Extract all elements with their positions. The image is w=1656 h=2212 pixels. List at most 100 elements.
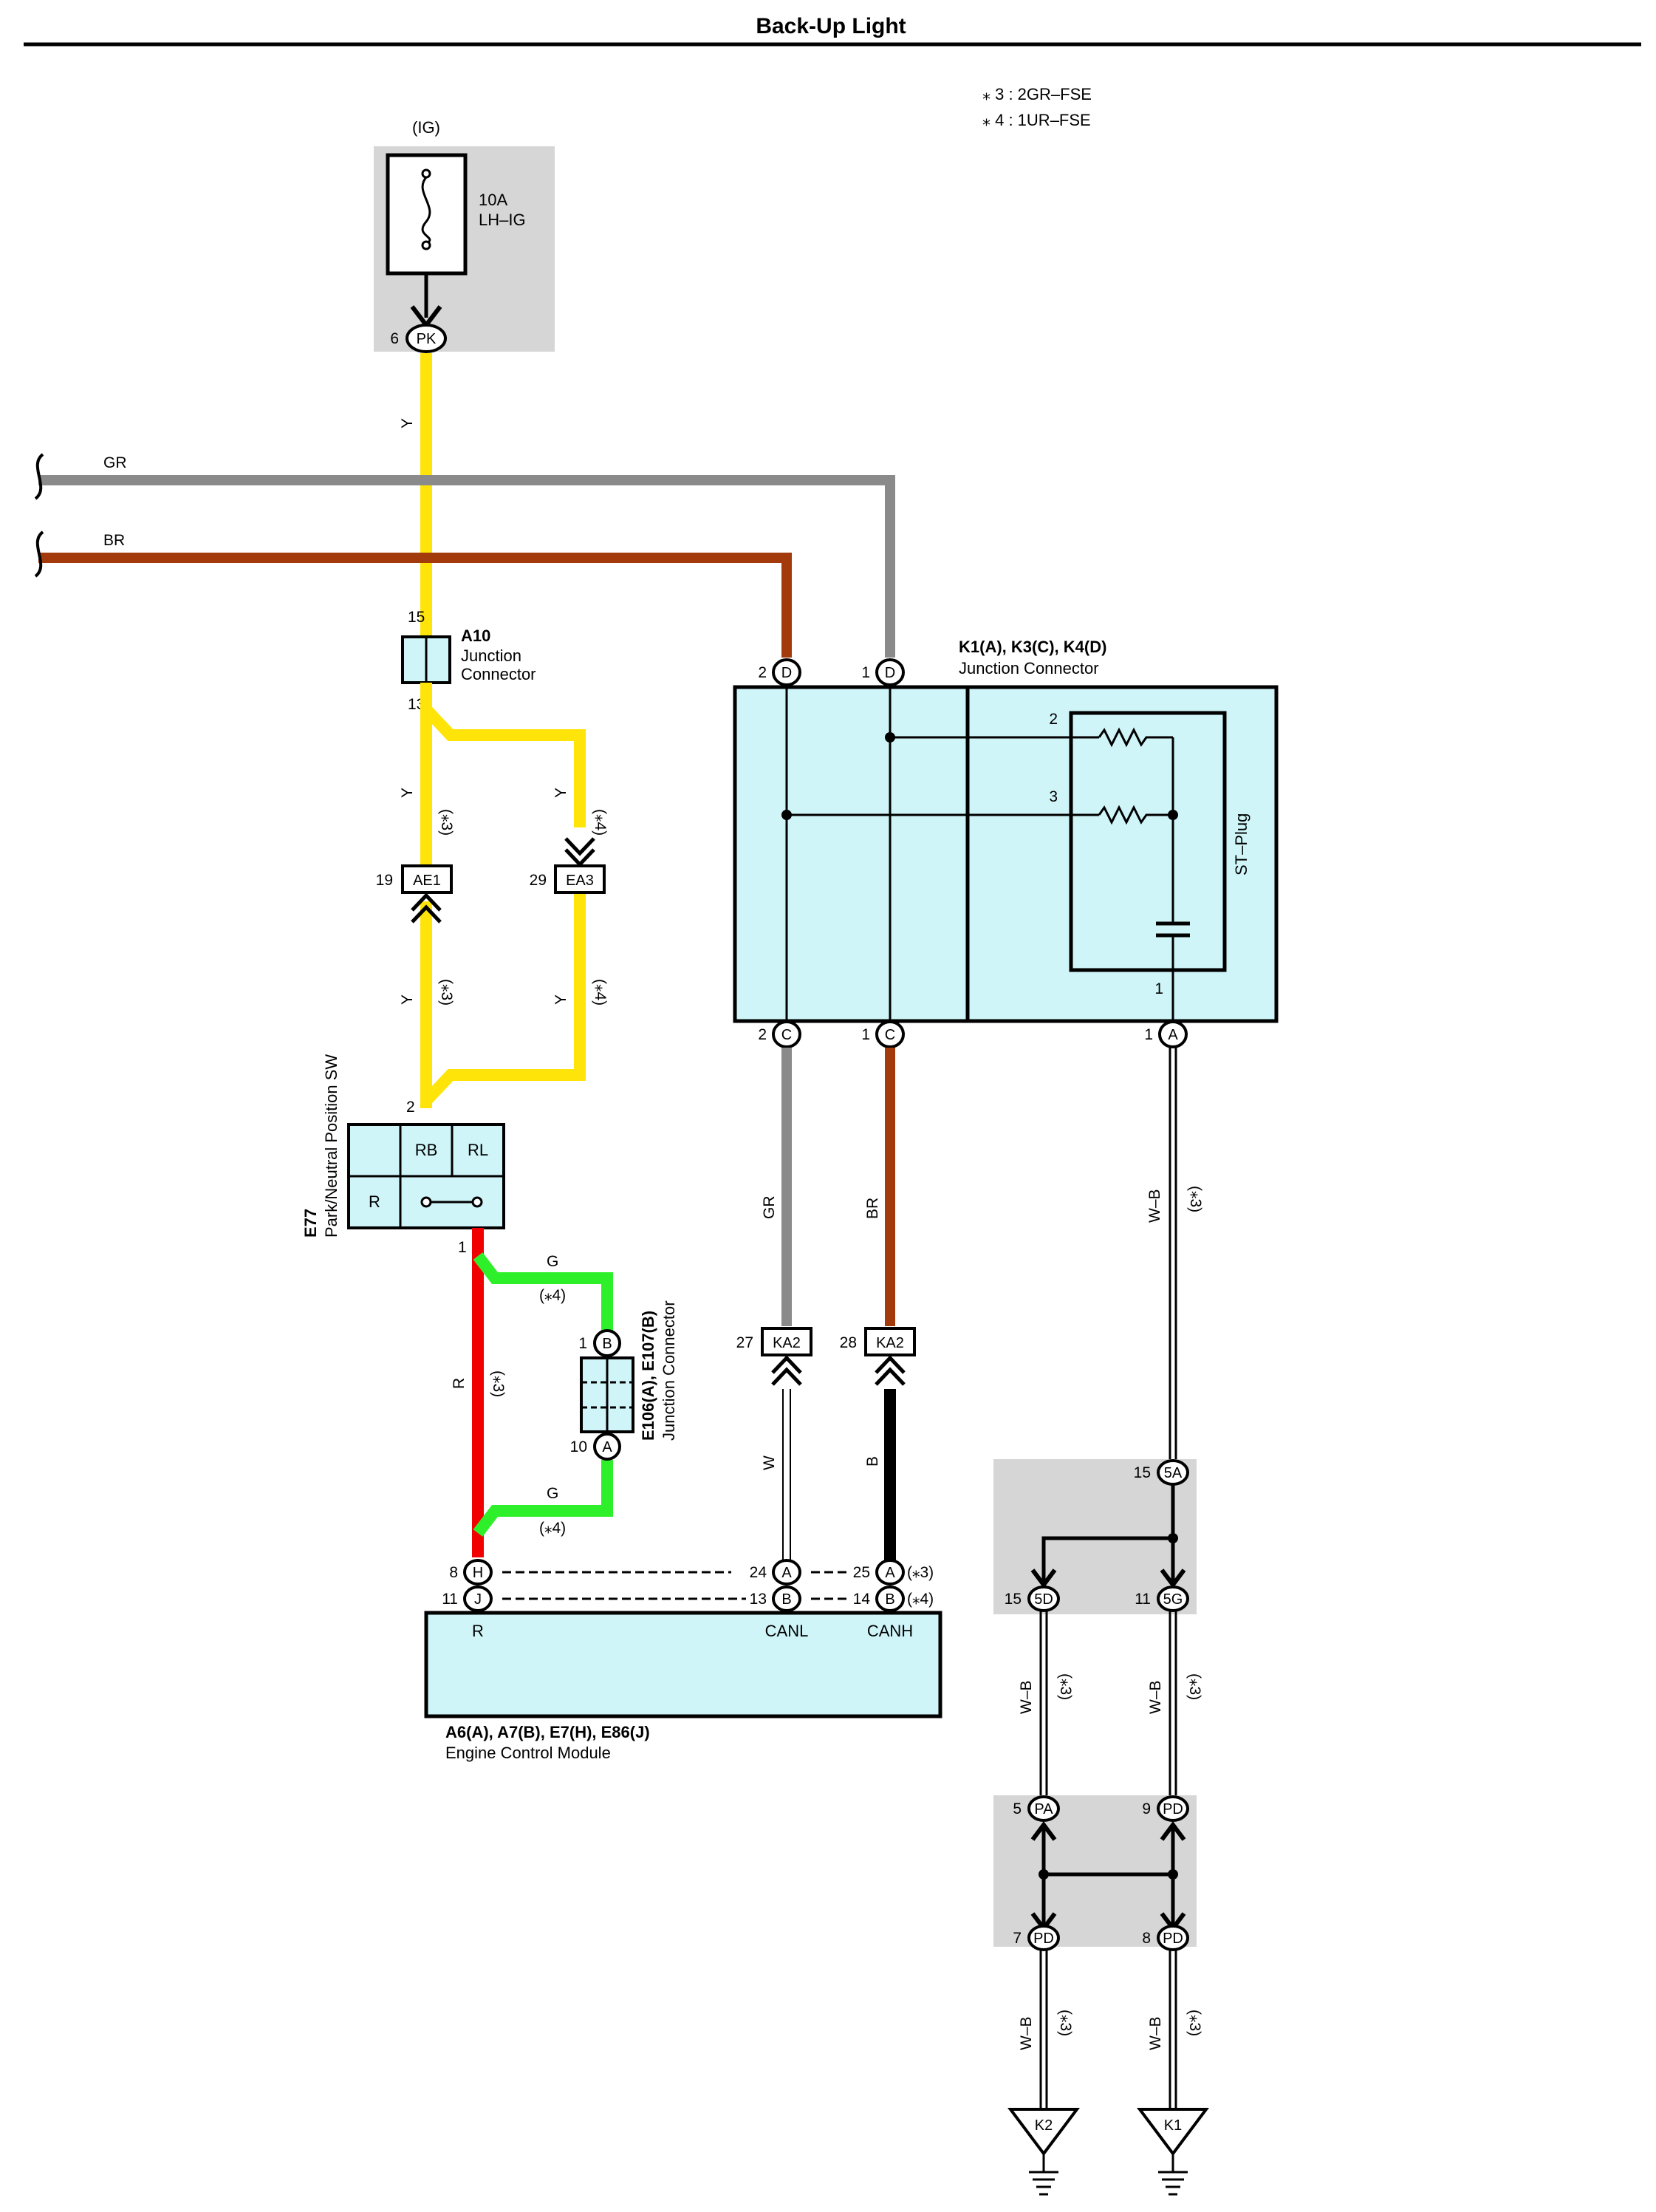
- k1-desc: Junction Connector: [959, 659, 1099, 677]
- svg-text:BR: BR: [864, 1198, 881, 1219]
- svg-text:15: 15: [408, 609, 425, 626]
- svg-text:2: 2: [758, 664, 767, 681]
- svg-text:5D: 5D: [1034, 1591, 1053, 1608]
- chevron-down-icon: [564, 837, 595, 867]
- svg-text:1: 1: [861, 1026, 870, 1043]
- chevron-up-icon: [875, 1355, 906, 1386]
- svg-text:W–B: W–B: [1146, 1189, 1163, 1223]
- fuse-icon: [421, 168, 431, 250]
- svg-text:1: 1: [578, 1335, 587, 1352]
- svg-text:(⁎3): (⁎3): [1057, 2010, 1074, 2036]
- ground-k2-label: K2: [1035, 2117, 1053, 2134]
- svg-text:14: 14: [853, 1591, 871, 1608]
- svg-text:(⁎3): (⁎3): [1186, 1673, 1203, 1700]
- conn-ka2-27: [761, 1327, 812, 1356]
- e77-desc: Park/Neutral Position SW: [322, 1054, 341, 1238]
- svg-text:5A: 5A: [1164, 1465, 1183, 1481]
- st-plug: [1069, 711, 1227, 972]
- svg-text:(⁎3): (⁎3): [438, 809, 455, 836]
- svg-text:B: B: [885, 1591, 894, 1608]
- svg-text:1: 1: [458, 1239, 467, 1256]
- svg-text:11: 11: [442, 1591, 458, 1608]
- svg-text:24: 24: [750, 1564, 767, 1581]
- svg-text:CANH: CANH: [867, 1622, 913, 1640]
- ig-label: (IG): [412, 118, 440, 137]
- svg-text:R: R: [451, 1378, 468, 1389]
- conn-ecm-j11: [463, 1585, 493, 1612]
- conn-ea3: [554, 864, 606, 894]
- svg-text:D: D: [781, 665, 792, 681]
- diagram-title: Back-Up Light: [756, 14, 906, 38]
- resistor-icon: [1098, 727, 1173, 748]
- svg-text:PD: PD: [1033, 1931, 1054, 1947]
- svg-text:(⁎4): (⁎4): [907, 1591, 934, 1608]
- break-icon: [34, 530, 44, 578]
- wire-br-top: [38, 553, 792, 658]
- svg-text:C: C: [781, 1027, 792, 1043]
- svg-text:B: B: [602, 1336, 612, 1352]
- pin-6: 6: [390, 330, 399, 347]
- svg-text:W: W: [761, 1455, 778, 1470]
- svg-text:W–B: W–B: [1147, 2016, 1164, 2050]
- svg-text:C: C: [885, 1027, 895, 1043]
- svg-text:19: 19: [376, 872, 393, 889]
- svg-text:A: A: [781, 1565, 792, 1581]
- svg-text:5: 5: [1013, 1800, 1022, 1817]
- svg-text:8: 8: [1142, 1930, 1151, 1947]
- svg-text:(⁎3): (⁎3): [1186, 2010, 1203, 2036]
- svg-text:(⁎3): (⁎3): [1187, 1186, 1204, 1212]
- svg-text:5G: 5G: [1163, 1591, 1183, 1608]
- svg-text:(⁎3): (⁎3): [438, 979, 455, 1006]
- svg-text:B: B: [781, 1591, 791, 1608]
- st-plug-label: ST–Plug: [1232, 813, 1250, 875]
- note-1ur: ⁎ 4 : 1UR–FSE: [982, 111, 1091, 129]
- svg-text:PK: PK: [417, 331, 437, 347]
- svg-text:W–B: W–B: [1018, 2016, 1035, 2050]
- conn-ae1: [401, 864, 453, 894]
- svg-text:R: R: [369, 1192, 380, 1211]
- svg-text:Y: Y: [552, 994, 569, 1005]
- svg-text:RB: RB: [415, 1141, 438, 1159]
- svg-text:(⁎3): (⁎3): [907, 1564, 934, 1581]
- conn-k4-d2: [772, 658, 801, 686]
- svg-text:CANL: CANL: [765, 1622, 809, 1640]
- svg-text:3: 3: [1049, 788, 1058, 805]
- svg-text:H: H: [473, 1565, 483, 1581]
- conn-5d: [1027, 1585, 1060, 1612]
- svg-text:KA2: KA2: [876, 1335, 904, 1351]
- conn-ka2-28: [864, 1327, 916, 1356]
- conn-e106-a: [593, 1433, 621, 1461]
- svg-text:(⁎4): (⁎4): [539, 1520, 566, 1537]
- svg-text:2: 2: [1049, 711, 1058, 728]
- svg-text:2: 2: [406, 1099, 415, 1116]
- svg-text:G: G: [547, 1485, 558, 1502]
- svg-text:15: 15: [1005, 1591, 1022, 1608]
- svg-text:9: 9: [1142, 1800, 1151, 1817]
- wire-gr-top: [38, 475, 895, 658]
- conn-e107-b: [593, 1329, 621, 1357]
- svg-text:8: 8: [449, 1564, 458, 1581]
- svg-text:(⁎3): (⁎3): [1057, 1673, 1074, 1700]
- svg-text:A: A: [885, 1565, 895, 1581]
- svg-text:Connector: Connector: [461, 665, 536, 683]
- conn-ecm-b14: [875, 1585, 905, 1612]
- svg-text:KA2: KA2: [773, 1335, 801, 1351]
- conn-k4-d1: [875, 658, 905, 686]
- e106-desc: Junction Connector: [660, 1300, 678, 1441]
- svg-text:PD: PD: [1163, 1801, 1183, 1817]
- ground-k2-icon: [1007, 2108, 1080, 2196]
- svg-text:(⁎4): (⁎4): [539, 1287, 566, 1304]
- chevron-up-icon: [411, 892, 442, 924]
- svg-text:AE1: AE1: [413, 873, 441, 889]
- conn-pk: [406, 324, 447, 353]
- svg-text:GR: GR: [761, 1196, 778, 1220]
- conn-pd-7: [1027, 1925, 1060, 1951]
- chevron-up-icon: [771, 1355, 802, 1386]
- conn-ecm-b13: [772, 1585, 801, 1612]
- conn-ecm-a24: [772, 1559, 801, 1585]
- svg-text:15: 15: [1134, 1464, 1151, 1481]
- svg-text:1: 1: [1154, 980, 1163, 997]
- svg-text:J: J: [474, 1591, 482, 1608]
- svg-text:Y: Y: [399, 418, 416, 429]
- svg-text:PD: PD: [1163, 1931, 1183, 1947]
